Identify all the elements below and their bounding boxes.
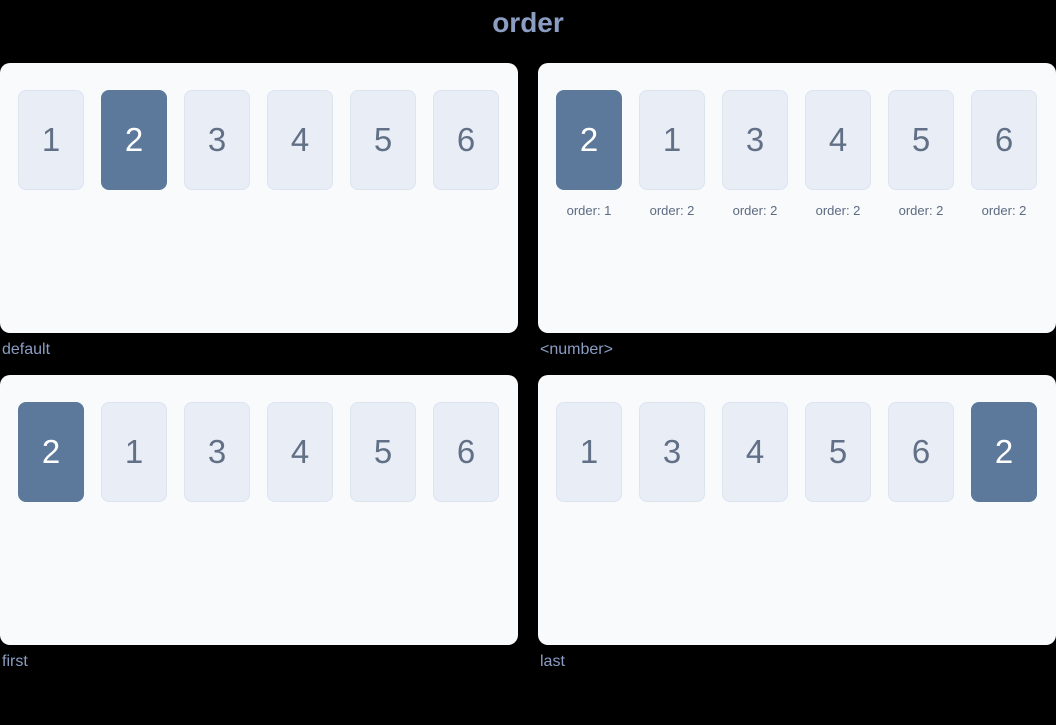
flex-item: 3 — [184, 90, 250, 190]
flex-item: 5 — [805, 402, 871, 502]
flex-item: 4 — [267, 90, 333, 190]
flex-item: 1 — [556, 402, 622, 502]
flex-item-highlighted: 2 — [18, 402, 84, 502]
flex-item: 5 — [888, 90, 954, 190]
order-value-caption: order: 2 — [732, 203, 778, 218]
page-title: order — [492, 7, 564, 38]
flex-item-wrapper: 2 — [971, 402, 1037, 502]
flex-item-wrapper: 2 — [18, 402, 84, 502]
flex-item-wrapper: 3 — [184, 90, 250, 190]
flex-item-wrapper: 1 — [101, 402, 167, 502]
flex-item: 5 — [350, 90, 416, 190]
panel-label-default: default — [2, 341, 51, 358]
flex-item: 5 — [350, 402, 416, 502]
flex-item-wrapper: 6 order: 2 — [971, 90, 1037, 218]
flex-item-wrapper: 1 order: 2 — [639, 90, 705, 218]
flex-item: 6 — [971, 90, 1037, 190]
flex-item-wrapper: 5 — [350, 90, 416, 190]
flex-item-wrapper: 6 — [433, 90, 499, 190]
flex-item-highlighted: 2 — [556, 90, 622, 190]
panel-label-first: first — [2, 653, 28, 670]
flex-item: 6 — [433, 90, 499, 190]
flex-item: 4 — [722, 402, 788, 502]
panel-number: 2 order: 1 1 order: 2 3 order: 2 4 order: 2 5 ord… — [538, 63, 1056, 375]
flex-item-wrapper: 2 — [101, 90, 167, 190]
flex-item-wrapper: 6 — [433, 402, 499, 502]
flex-item-wrapper: 4 — [722, 402, 788, 502]
flex-item-wrapper: 6 — [888, 402, 954, 502]
flex-item-highlighted: 2 — [101, 90, 167, 190]
flex-item-wrapper: 2 order: 1 — [556, 90, 622, 218]
flex-item-wrapper: 4 — [267, 402, 333, 502]
flex-item: 3 — [184, 402, 250, 502]
flex-item: 6 — [888, 402, 954, 502]
order-value-caption: order: 2 — [898, 203, 944, 218]
flex-item-wrapper: 3 — [184, 402, 250, 502]
flex-item-wrapper: 4 order: 2 — [805, 90, 871, 218]
order-value-caption: order: 1 — [566, 203, 612, 218]
flex-item: 3 — [639, 402, 705, 502]
flex-item-wrapper: 5 order: 2 — [888, 90, 954, 218]
flex-item-wrapper: 5 — [805, 402, 871, 502]
flex-item: 4 — [267, 402, 333, 502]
flex-item: 6 — [433, 402, 499, 502]
demo-card-number: 2 order: 1 1 order: 2 3 order: 2 4 order: 2 5 ord… — [538, 63, 1056, 333]
panel-label-number: <number> — [540, 341, 613, 358]
order-value-caption: order: 2 — [815, 203, 861, 218]
flex-item-wrapper: 3 order: 2 — [722, 90, 788, 218]
flex-item-wrapper: 4 — [267, 90, 333, 190]
flex-item-wrapper: 3 — [639, 402, 705, 502]
flex-items-row: 2 order: 1 1 order: 2 3 order: 2 4 order: 2 5 ord… — [556, 90, 1038, 218]
panel-label-last: last — [540, 653, 565, 670]
flex-item-highlighted: 2 — [971, 402, 1037, 502]
flex-item: 1 — [639, 90, 705, 190]
order-value-caption: order: 2 — [981, 203, 1027, 218]
flex-item: 1 — [101, 402, 167, 502]
flex-item: 4 — [805, 90, 871, 190]
flex-item-wrapper: 1 — [18, 90, 84, 190]
order-value-caption: order: 2 — [649, 203, 695, 218]
flex-item: 1 — [18, 90, 84, 190]
flex-item-wrapper: 1 — [556, 402, 622, 502]
flex-item: 3 — [722, 90, 788, 190]
flex-item-wrapper: 5 — [350, 402, 416, 502]
